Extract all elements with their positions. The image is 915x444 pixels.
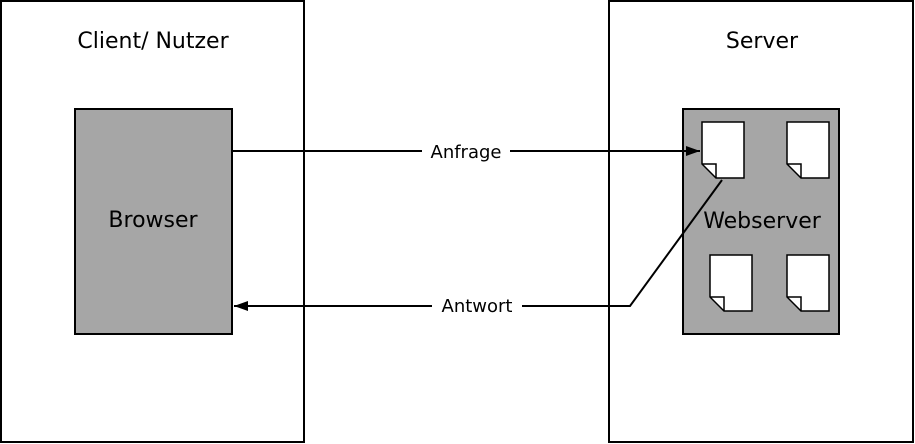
response-label: Antwort [442,296,513,317]
response-label-bg [432,294,522,318]
request-label: Anfrage [431,142,502,163]
client-title: Client/ Nutzer [77,29,229,54]
document-icon [709,254,753,312]
webserver-label: Webserver [703,209,822,234]
request-label-bg [422,139,510,163]
response-arrow [234,179,723,311]
document-icon [786,254,830,312]
document-icon [701,121,745,179]
browser-box [74,108,233,335]
browser-label: Browser [108,208,198,233]
document-icon [786,121,830,179]
server-title: Server [726,29,799,54]
